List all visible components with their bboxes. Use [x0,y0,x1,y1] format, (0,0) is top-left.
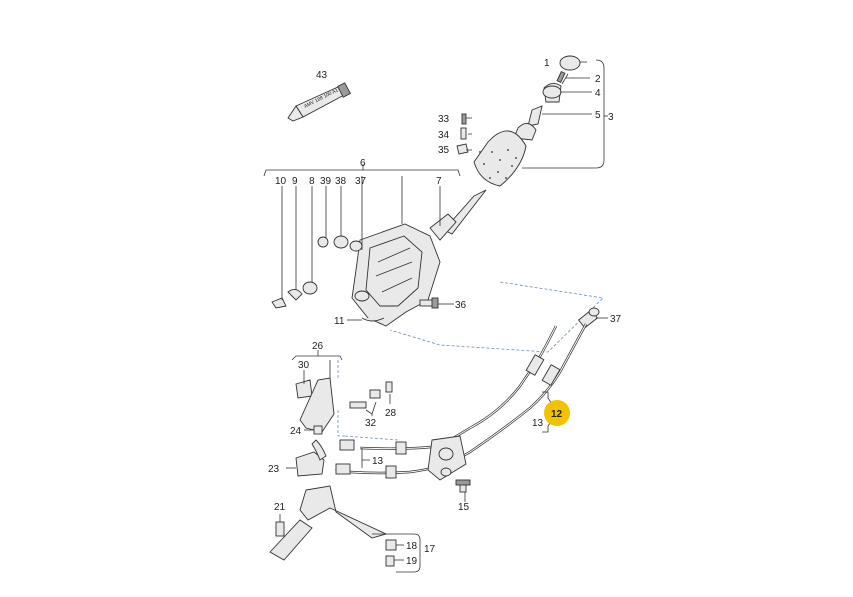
label-33: 33 [438,114,450,125]
label-4: 4 [595,88,601,99]
label-2: 2 [595,74,601,85]
label-21: 21 [274,502,286,513]
highlight-marker [544,400,570,426]
label-37-right: 37 [610,314,622,325]
cable-end-37 [577,307,600,329]
label-5: 5 [595,110,601,121]
label-6: 6 [360,158,366,169]
label-13-lower: 13 [372,456,384,467]
label-9: 9 [292,176,298,187]
lower-bracket [269,485,397,567]
label-28: 28 [385,408,397,419]
label-23: 23 [268,464,280,475]
label-30: 30 [298,360,310,371]
label-37-upper: 37 [355,176,367,187]
label-34: 34 [438,130,450,141]
label-35: 35 [438,145,450,156]
label-26: 26 [312,341,324,352]
label-17: 17 [424,544,436,555]
label-15: 15 [458,502,470,513]
label-19: 19 [406,556,418,567]
grease-tube: AMV 188 100 A1 [287,82,351,122]
shift-cables [335,323,588,481]
label-39: 39 [320,176,332,187]
label-7: 7 [436,176,442,187]
label-24: 24 [290,426,302,437]
label-18: 18 [406,541,418,552]
bolt-36 [419,297,439,309]
part-labels: 1 2 3 4 5 6 7 8 9 10 11 12 13 13 15 17 1… [268,58,622,567]
label-11: 11 [334,316,345,327]
gear-knob-assembly [443,55,581,235]
small-fasteners-33-35 [456,113,469,155]
bolt-15 [455,479,471,493]
label-12: 12 [551,409,563,420]
bracket-group [295,377,393,477]
label-36: 36 [455,300,467,311]
label-10: 10 [275,176,287,187]
label-32: 32 [365,418,377,429]
label-13-upper: 13 [532,418,544,429]
label-38: 38 [335,176,347,187]
leader-lines [263,59,608,573]
label-1: 1 [544,58,550,69]
shift-housing [349,213,457,327]
bushings-8-10-38-39 [271,235,385,322]
label-8: 8 [309,176,315,187]
label-3: 3 [608,112,614,123]
label-43: 43 [316,70,328,81]
